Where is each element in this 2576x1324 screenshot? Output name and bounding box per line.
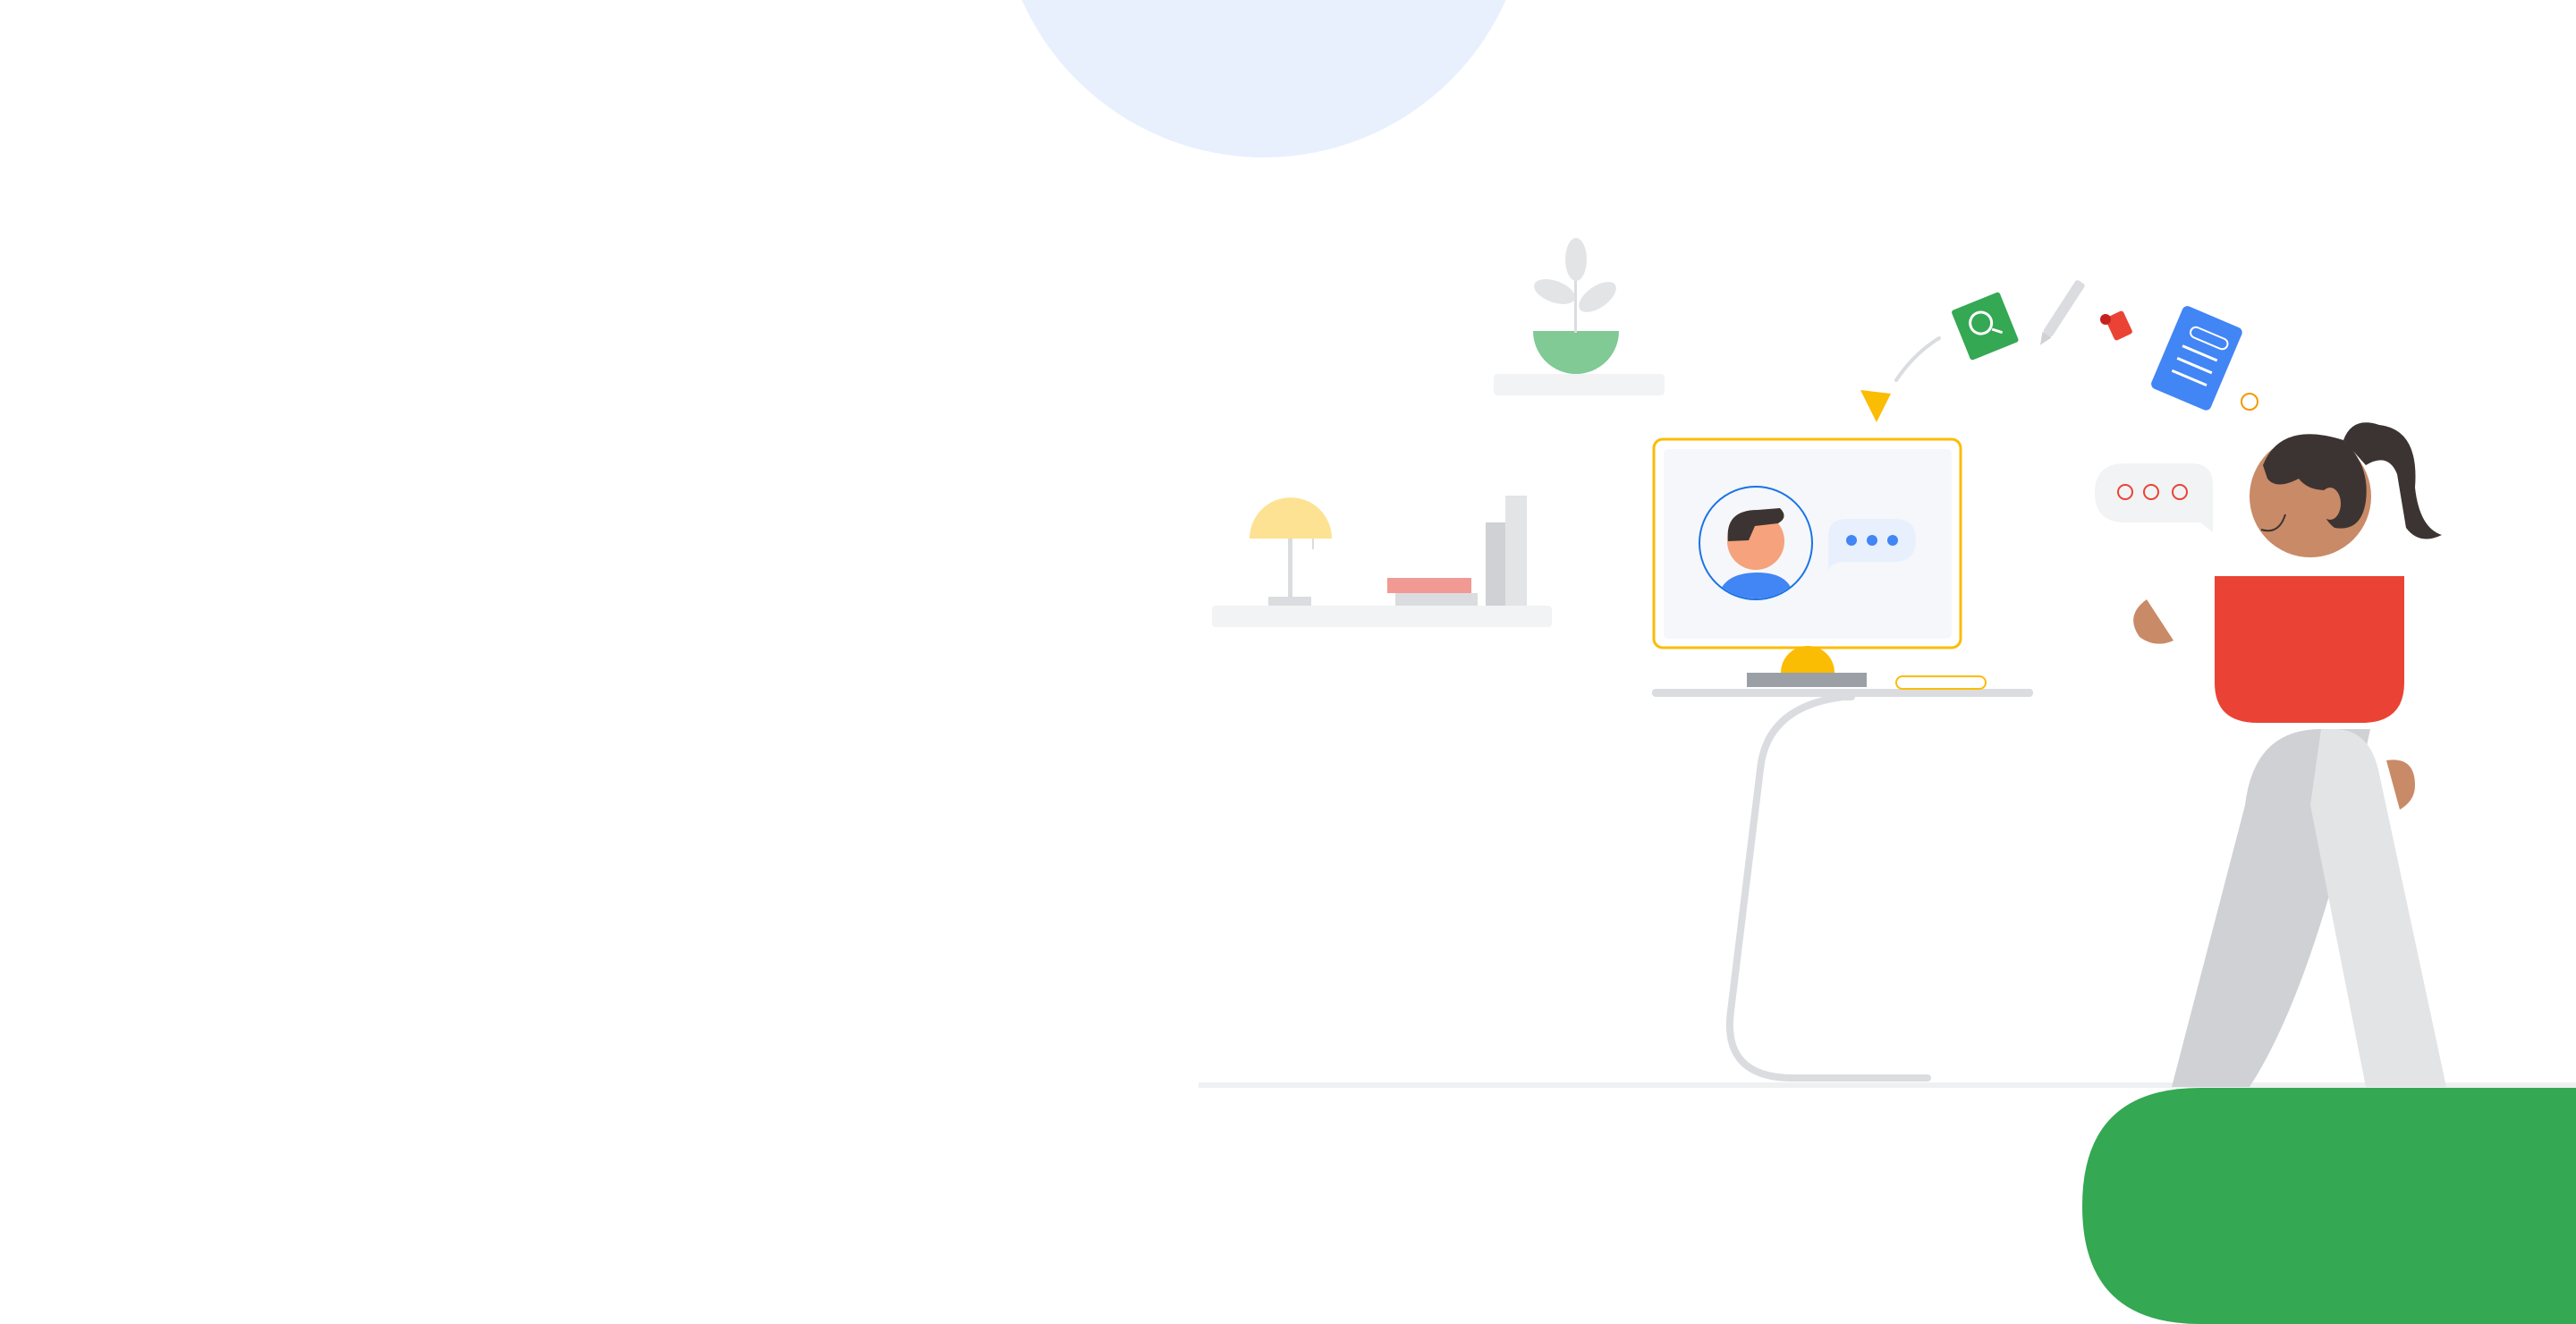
- triangle-shape: [1860, 390, 1891, 422]
- search-doc-icon: [1952, 292, 2019, 361]
- chat-bubble-icon: [1828, 519, 1916, 573]
- pushpin-icon: [2100, 310, 2132, 341]
- plant-shelf: [1494, 238, 1665, 395]
- speech-bubble-icon: [2095, 463, 2213, 532]
- document-icon: [2151, 306, 2242, 411]
- left-shelf: [1212, 496, 1552, 627]
- top-circle-decoration: [1021, 0, 1506, 157]
- floor-line: [1199, 1082, 2576, 1088]
- books-icon: [1387, 496, 1527, 606]
- person-avatar-icon: [1699, 486, 1813, 600]
- small-ring: [2241, 393, 2258, 411]
- desk: [1652, 689, 2033, 1082]
- flying-items: [1860, 280, 2258, 422]
- keyboard-icon: [1895, 675, 1987, 690]
- green-ground-shape: [2082, 1088, 2576, 1324]
- pencil-icon: [2039, 280, 2085, 345]
- lamp-icon: [1250, 497, 1332, 606]
- monitor-icon: [1652, 437, 1987, 690]
- person-figure: [2133, 422, 2446, 1087]
- plant-icon: [1533, 238, 1619, 374]
